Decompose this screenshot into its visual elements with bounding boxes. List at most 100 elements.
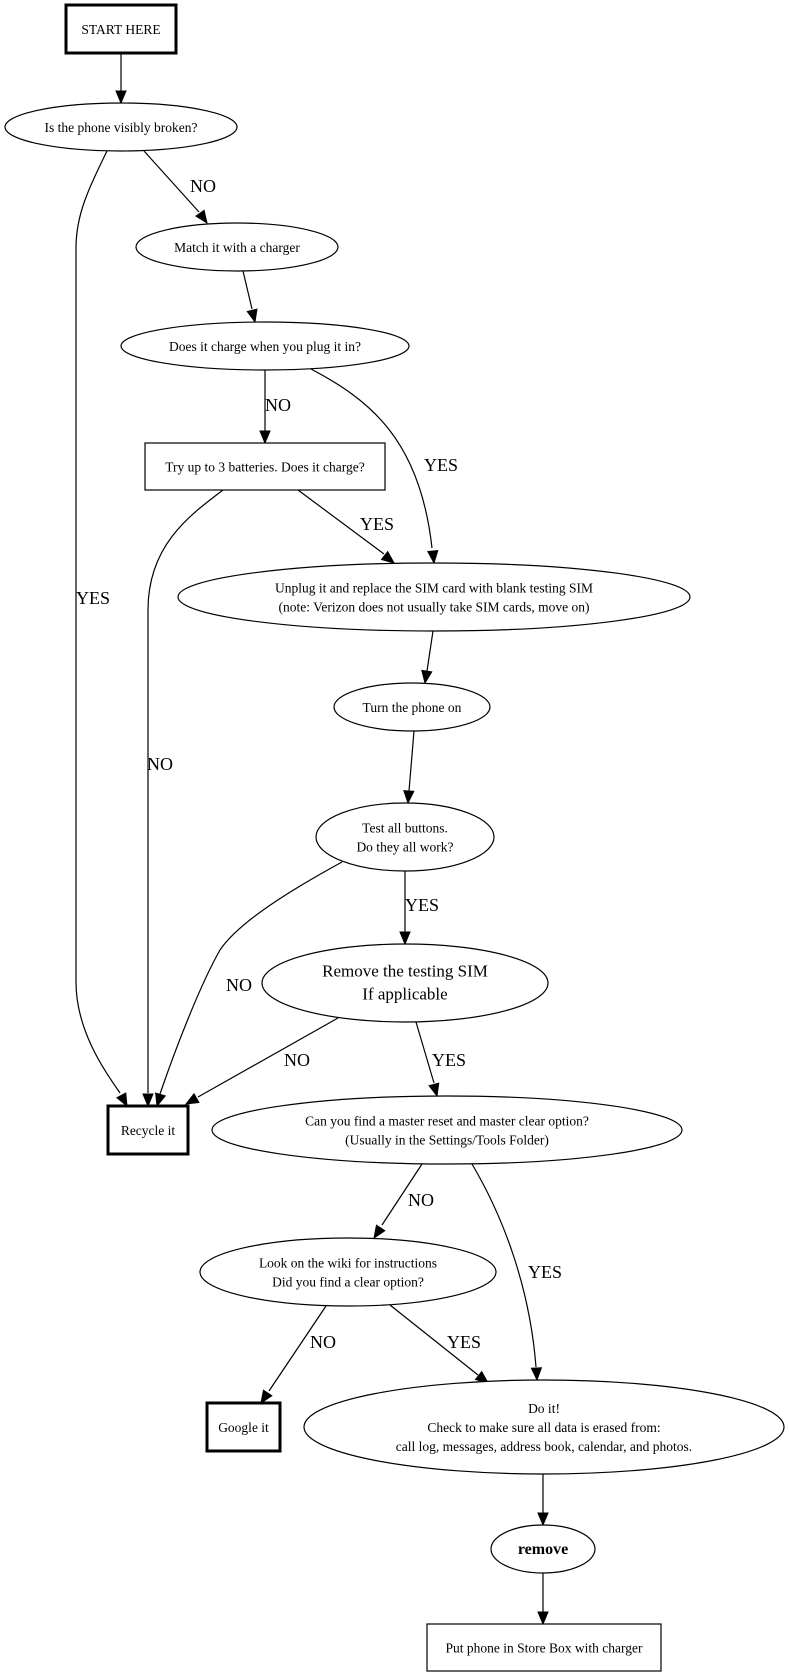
node-removesim: Remove the testing SIM If applicable [261,943,549,1023]
edge-charger-to-charge [242,270,258,324]
edge-label-yes: YES [528,1262,562,1282]
node-start: START HERE [64,3,178,55]
arrow-head-icon [246,308,258,324]
node-charge: Does it charge when you plug it in? [120,321,410,371]
node-label: START HERE [81,22,160,37]
node-label: Look on the wiki for instructions [259,1256,437,1271]
node-ellipse-shape [333,682,491,732]
arrow-head-icon [155,1092,167,1108]
edge-line [143,150,200,213]
edge-label-yes: YES [432,1050,466,1070]
edge-label-no: NO [190,176,216,196]
edge-charge-to-batteries: NO [259,370,291,445]
arrow-head-icon [184,1092,200,1105]
node-label: remove [518,1541,568,1558]
arrow-head-icon [537,1611,549,1626]
node-ellipse-shape [177,562,691,632]
edge-label-no: NO [310,1332,336,1352]
edge-line [310,368,433,549]
arrow-head-icon [260,1389,273,1405]
edge-line [389,1304,479,1376]
arrow-head-icon [380,550,396,564]
node-box-shape [144,442,386,491]
node-ellipse-shape [4,102,238,152]
node-label: Match it with a charger [174,240,300,255]
node-label: (Usually in the Settings/Tools Folder) [345,1133,549,1148]
edge-label-no: NO [147,754,173,774]
arrow-head-icon [373,1224,386,1240]
node-charger: Match it with a charger [135,222,339,272]
edge-line [159,861,343,1095]
edge-buttons-to-recycle: NO [155,861,343,1108]
node-buttons: Test all buttons. Do they all work? [315,802,495,872]
node-label: Check to make sure all data is erased fr… [427,1420,660,1435]
arrow-head-icon [116,1092,128,1108]
edge-turnon-to-buttons [403,730,415,805]
node-box-shape [205,1401,282,1453]
node-label: Can you find a master reset and master c… [305,1114,589,1129]
node-label: Is the phone visibly broken? [45,120,198,135]
node-ellipse-shape [120,321,410,371]
edge-line [415,1021,435,1084]
node-sim: Unplug it and replace the SIM card with … [177,562,691,632]
arrow-head-icon [427,549,439,565]
node-ellipse-shape [490,1524,596,1574]
node-label: (note: Verizon does not usually take SIM… [279,600,590,615]
node-label: Put phone in Store Box with charger [446,1641,643,1656]
edge-wiki-to-doit: YES [389,1304,490,1384]
arrow-head-icon [142,1093,154,1108]
node-label: call log, messages, address book, calend… [396,1439,692,1454]
arrow-head-icon [537,1512,549,1527]
arrow-head-icon [259,430,271,445]
edge-reset-to-doit: YES [471,1163,562,1382]
node-remove: remove [490,1524,596,1574]
edge-label-yes: YES [424,455,458,475]
node-label: Do they all work? [356,840,453,855]
node-ellipse-shape [211,1095,683,1165]
edge-line [147,489,224,1093]
edge-broken-to-charger: NO [143,150,216,225]
node-ellipse-shape [135,222,339,272]
node-label: Test all buttons. [362,821,448,836]
edge-wiki-to-google: NO [260,1305,336,1405]
node-box-shape [106,1104,190,1156]
node-recycle: Recycle it [106,1104,190,1156]
edge-label-no: NO [265,395,291,415]
node-label: If applicable [362,985,447,1004]
edge-label-yes: YES [447,1332,481,1352]
arrow-head-icon [428,1082,440,1098]
edge-reset-to-wiki: NO [373,1163,434,1240]
node-label: Turn the phone on [363,700,462,715]
edge-label-no: NO [226,975,252,995]
node-storebox: Put phone in Store Box with charger [426,1623,662,1672]
node-reset: Can you find a master reset and master c… [211,1095,683,1165]
edge-doit-to-remove [537,1474,549,1527]
arrow-head-icon [530,1367,543,1382]
node-label: Remove the testing SIM [322,962,488,981]
node-doit: Do it! Check to make sure all data is era… [303,1379,785,1475]
edge-charge-to-sim: YES [310,368,458,565]
node-label: Does it charge when you plug it in? [169,339,361,354]
node-box-shape [426,1623,662,1672]
edge-line [242,270,253,310]
edge-batteries-to-recycle: NO [142,489,224,1108]
arrow-head-icon [195,209,208,225]
node-ellipse-shape [199,1237,497,1307]
edge-remove-to-storebox [537,1573,549,1626]
edge-sim-to-turnon [421,630,434,685]
node-batteries: Try up to 3 batteries. Does it charge? [144,442,386,491]
node-label: Do it! [528,1401,560,1416]
edge-line [268,1305,327,1392]
arrow-head-icon [421,669,433,685]
edge-label-yes: YES [76,588,110,608]
node-label: Unplug it and replace the SIM card with … [275,581,593,596]
edge-buttons-to-removesim: YES [399,871,439,946]
edge-line [426,630,434,672]
edge-label-yes: YES [405,895,439,915]
node-google: Google it [205,1401,282,1453]
node-broken: Is the phone visibly broken? [4,102,238,152]
node-label: Recycle it [121,1123,176,1138]
